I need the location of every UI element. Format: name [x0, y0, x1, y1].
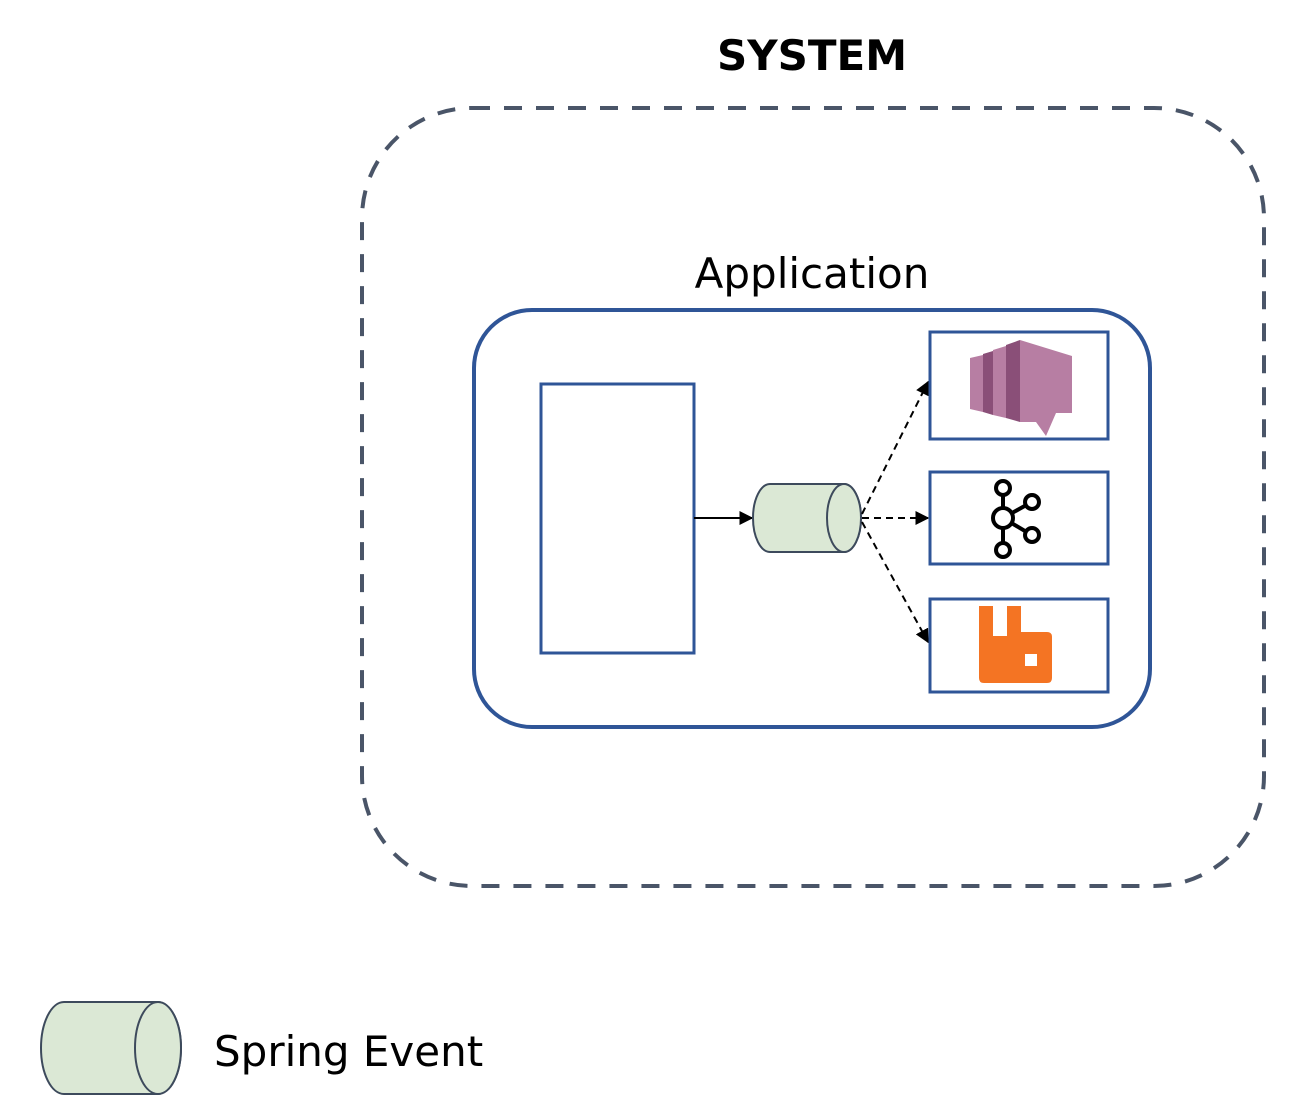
application-title: Application	[695, 249, 930, 298]
legend-cylinder-symbol	[40, 1001, 182, 1095]
event-to-sqs-arrow	[861, 380, 929, 515]
system-title: SYSTEM	[717, 31, 907, 80]
spring-event-cylinder	[752, 483, 862, 553]
amazon-sqs-icon	[970, 340, 1072, 436]
apache-kafka-icon	[991, 479, 1041, 559]
kafka-broker-box	[928, 470, 1110, 566]
legend: Spring Event	[40, 1001, 483, 1095]
rabbitmq-broker-box	[928, 597, 1110, 694]
legend-label-spring-event: Spring Event	[214, 1027, 483, 1076]
producer-component	[539, 382, 696, 655]
event-to-rabbitmq-arrow	[861, 521, 929, 644]
system-boundary	[360, 106, 1266, 888]
rabbitmq-icon	[979, 606, 1052, 683]
sqs-broker-box	[928, 330, 1110, 441]
